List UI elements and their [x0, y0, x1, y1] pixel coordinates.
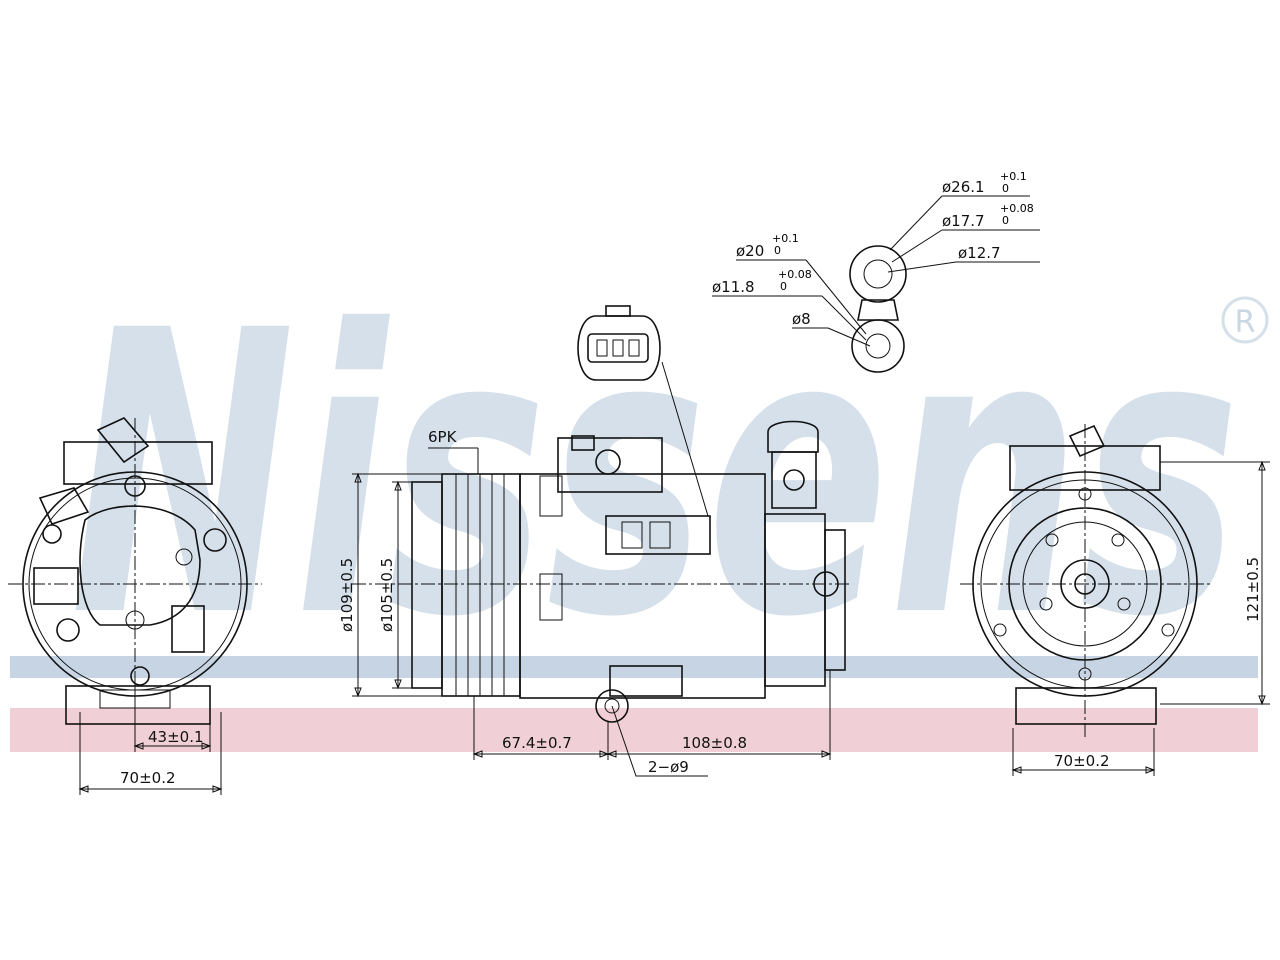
dim-dia-105: ø105±0.5: [378, 558, 396, 632]
dim-holes: 2−ø9: [648, 758, 689, 776]
port-large-dia-261: ø26.1: [942, 178, 985, 196]
dim-bolt-spacing: 43±0.1: [148, 728, 204, 746]
side-view: 6PK ø109±0.5 ø105±0.5 67.4±0.7 108±0.8 2…: [338, 420, 852, 777]
registered-mark-circle: [1221, 296, 1269, 344]
dim-left-width: 70±0.2: [120, 769, 176, 787]
port-small-dia-8: ø8: [792, 310, 811, 328]
electrical-connector: [605, 515, 711, 555]
right-end-view: 121±0.5 70±0.2: [960, 424, 1270, 776]
connector-detail: [577, 305, 709, 517]
port-small-dia-20: ø20: [736, 242, 764, 260]
tol-zero-c: 0: [774, 244, 781, 257]
watermark-band-blue: [10, 656, 1258, 678]
tol-plus-01-a: +0.1: [1000, 170, 1027, 183]
tol-zero-d: 0: [780, 280, 787, 293]
tol-zero-a: 0: [1002, 182, 1009, 195]
dim-length-67: 67.4±0.7: [502, 734, 572, 752]
tol-plus-008-b: +0.08: [778, 268, 812, 281]
tol-plus-01-b: +0.1: [772, 232, 799, 245]
tol-plus-008-a: +0.08: [1000, 202, 1034, 215]
dim-right-width: 70±0.2: [1054, 752, 1110, 770]
pulley-label: 6PK: [428, 428, 458, 446]
watermark-band-pink: [10, 708, 1258, 752]
port-small-dia-118: ø11.8: [712, 278, 755, 296]
fitting-detail: ø26.1 +0.1 0 ø17.7 +0.08 0 ø12.7 ø20 +0.…: [712, 170, 1040, 373]
dim-height-121: 121±0.5: [1244, 557, 1262, 622]
port-large-dia-177: ø17.7: [942, 212, 985, 230]
left-end-view: 43±0.1 70±0.2: [8, 417, 262, 795]
mounting-hole: [595, 689, 629, 723]
dim-length-108: 108±0.8: [682, 734, 747, 752]
tol-zero-b: 0: [1002, 214, 1009, 227]
dim-dia-109: ø109±0.5: [338, 558, 356, 632]
watermark-brand: Nissens: [70, 248, 1240, 702]
registered-mark: R: [1235, 305, 1256, 340]
port-large-dia-127: ø12.7: [958, 244, 1001, 262]
